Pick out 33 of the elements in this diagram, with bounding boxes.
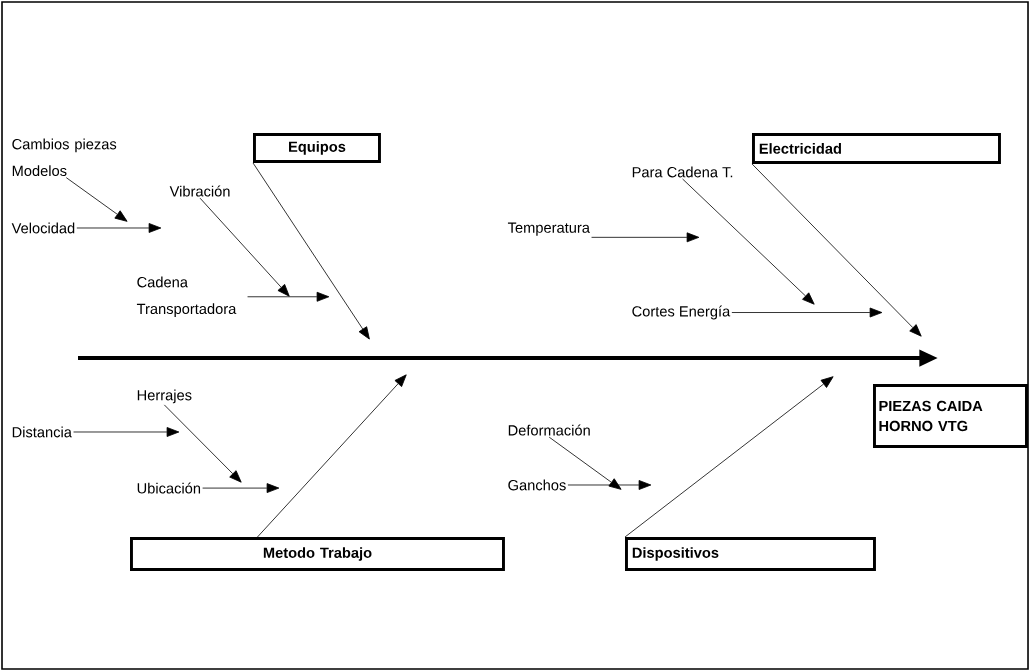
cause-label: Ubicación bbox=[137, 482, 201, 494]
cause-label: Para Cadena T. bbox=[632, 166, 733, 178]
arrow bbox=[202, 483, 280, 493]
arrow bbox=[76, 223, 162, 233]
arrow bbox=[247, 291, 330, 302]
effect-box: PIEZAS CAIDA HORNO VTG bbox=[873, 384, 1028, 448]
cause-label: Deformación bbox=[508, 424, 590, 436]
category-box: Dispositivos bbox=[625, 537, 876, 571]
arrow bbox=[591, 232, 700, 243]
arrow bbox=[731, 307, 883, 318]
category-box: Equipos bbox=[253, 133, 381, 163]
arrow bbox=[252, 162, 370, 340]
cause-label: Distancia bbox=[12, 426, 72, 438]
cause-label: Ganchos bbox=[508, 479, 566, 491]
arrow bbox=[163, 404, 242, 483]
arrow bbox=[682, 178, 815, 305]
category-box: Electricidad bbox=[752, 133, 1001, 164]
cause-label: Cadena Transportadora bbox=[136, 276, 237, 317]
arrow bbox=[567, 480, 652, 490]
arrow bbox=[65, 177, 128, 222]
cause-label: Cambios piezas Modelos bbox=[12, 138, 117, 177]
category-box: Metodo Trabajo bbox=[130, 537, 505, 571]
cause-label: Vibración bbox=[169, 185, 230, 197]
cause-label: Velocidad bbox=[11, 222, 75, 234]
arrow bbox=[751, 163, 922, 337]
arrow bbox=[624, 376, 834, 538]
arrow bbox=[199, 197, 290, 297]
cause-label: Temperatura bbox=[507, 222, 590, 236]
arrow bbox=[73, 427, 180, 437]
cause-label: Herrajes bbox=[137, 389, 192, 404]
cause-label: Cortes Energía bbox=[632, 305, 731, 320]
arrow bbox=[548, 436, 622, 490]
arrow bbox=[257, 374, 407, 538]
